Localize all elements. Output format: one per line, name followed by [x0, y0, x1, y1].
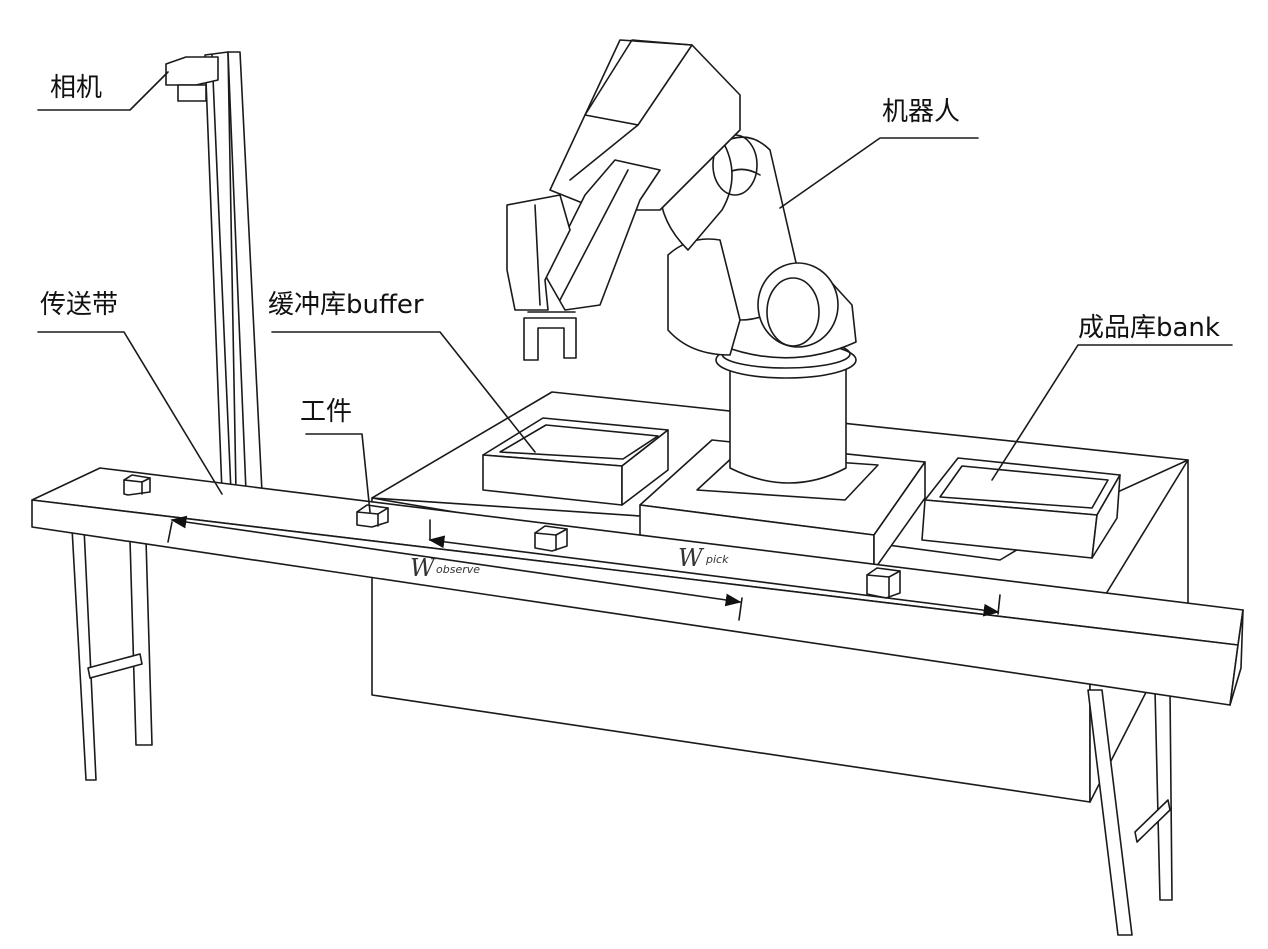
workpiece-block [356, 504, 389, 528]
bank-label: 成品库bank [1078, 313, 1220, 343]
workpiece-block [534, 525, 568, 552]
bank-box-side [1091, 474, 1121, 559]
robot-wrist [506, 194, 571, 311]
workpiece-label: 工件 [300, 397, 352, 427]
observe-window-subscript: observe [436, 563, 480, 576]
pick-window-symbol: W [678, 544, 705, 572]
conveyor-leg-brace [87, 653, 143, 679]
observe-window-symbol: W [410, 554, 437, 582]
robot-column [729, 359, 847, 484]
buffer-leader-line [271, 331, 536, 453]
conveyor-leg [71, 527, 97, 781]
robot-shoulder-joint [757, 262, 839, 348]
bank-leader-line [991, 344, 1233, 481]
robot-leader-line [779, 137, 979, 209]
pick-window-subscript: pick [705, 553, 729, 566]
pick-window: W pick [428, 519, 1001, 617]
callout-bank: 成品库bank [991, 313, 1233, 481]
conveyor-leader-line [37, 331, 223, 495]
callout-camera: 相机 [37, 71, 169, 111]
conveyor-end [1229, 609, 1244, 706]
robot-gripper [523, 317, 577, 361]
callout-buffer: 缓冲库buffer [268, 290, 536, 453]
camera-label: 相机 [50, 73, 102, 103]
camera-leader-line [37, 71, 169, 111]
conveyor-leg [1087, 689, 1133, 936]
workpiece-leader-line [305, 433, 371, 513]
buffer-box-side [621, 429, 669, 506]
conveyor-label: 传送带 [40, 290, 118, 320]
conveyor-leg-brace [1134, 799, 1171, 843]
camera-body [165, 56, 219, 86]
camera-lens [177, 84, 207, 102]
conveyor-leg [1154, 689, 1173, 901]
callout-robot: 机器人 [779, 97, 979, 209]
callout-conveyor: 传送带 [37, 290, 223, 495]
buffer-label: 缓冲库buffer [268, 290, 424, 320]
camera-stand [165, 51, 263, 493]
robot-label: 机器人 [882, 97, 960, 127]
buffer-box [482, 417, 669, 506]
workpiece-block [123, 474, 151, 496]
callout-workpiece: 工件 [300, 397, 371, 513]
workpiece-block [866, 567, 901, 599]
robot-arm [506, 39, 857, 484]
conveyor-leg [129, 539, 153, 746]
bank-box [921, 457, 1121, 559]
pick-window-arrow [428, 535, 1000, 617]
